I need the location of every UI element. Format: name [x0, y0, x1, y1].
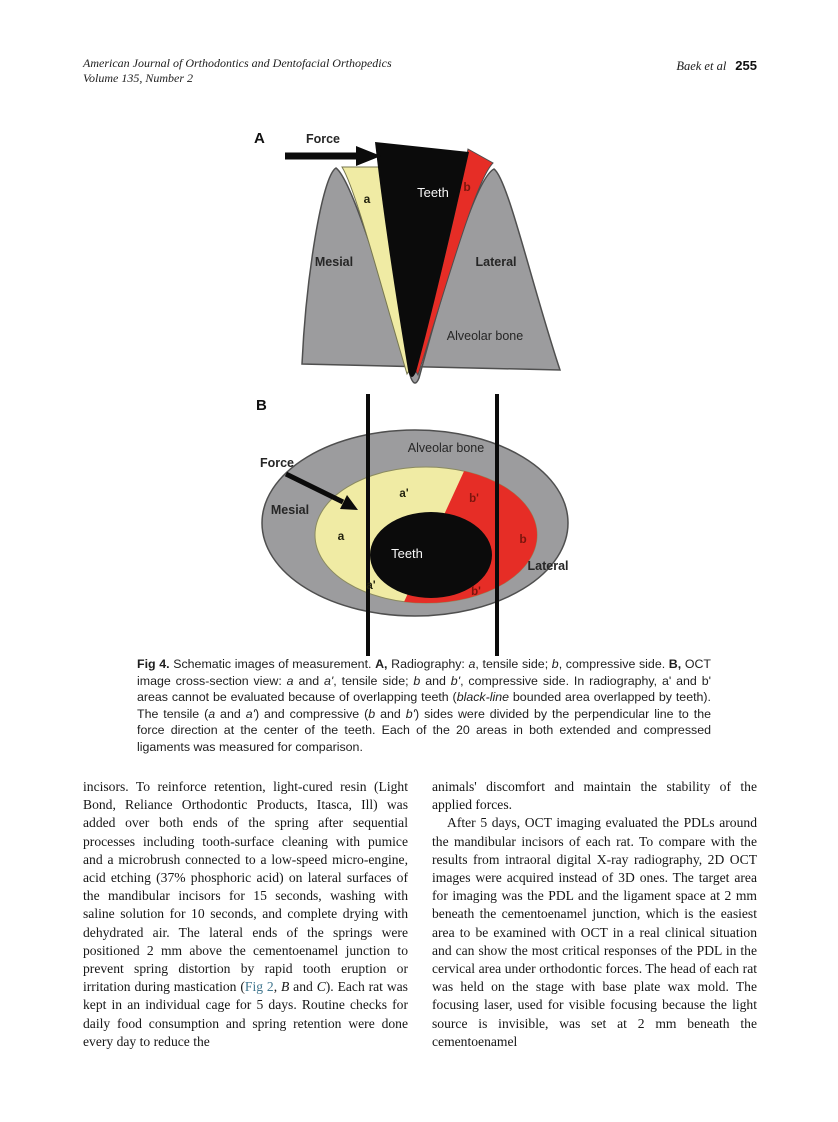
tooth-shape-a: [375, 142, 469, 378]
alveolar-bone-shape-a: [301, 167, 562, 384]
left-column: incisors. To reinforce retention, light-…: [83, 778, 408, 1051]
lateral-label-b: Lateral: [528, 559, 569, 573]
area-a-label: a: [364, 192, 371, 206]
panel-a: A Force Teeth a b Mesial Lateral Alveola…: [254, 130, 562, 384]
area-a-prime-top-label: a': [399, 488, 408, 500]
panel-a-label: A: [254, 130, 265, 147]
running-authors: Baek et al: [676, 59, 727, 73]
panel-b-label: B: [256, 397, 267, 414]
area-b-prime-bottom-label: b': [471, 586, 481, 598]
journal-title: American Journal of Orthodontics and Den…: [83, 56, 392, 70]
panel-b: B Alveolar bone Force Mesial a' b' a Tee…: [256, 394, 569, 656]
page-number: 255: [735, 58, 757, 73]
teeth-label-b: Teeth: [391, 546, 423, 561]
right-column-paragraph-2: After 5 days, OCT imaging evaluated the …: [432, 815, 757, 1049]
right-column: animals' discomfort and maintain the sta…: [432, 778, 757, 1051]
right-column-paragraph-1: animals' discomfort and maintain the sta…: [432, 779, 757, 813]
force-arrowhead-a: [356, 146, 381, 166]
page-header: American Journal of Orthodontics and Den…: [83, 56, 757, 86]
teeth-label-a: Teeth: [417, 185, 449, 200]
area-a-prime-bottom-label: a': [366, 580, 375, 592]
tooth-shape-b: [370, 512, 492, 598]
left-column-paragraph: incisors. To reinforce retention, light-…: [83, 779, 408, 1049]
force-arrow-b: [284, 471, 345, 505]
area-b-prime-top-label: b': [469, 493, 479, 505]
mesial-label-a: Mesial: [315, 255, 353, 269]
figure-4: A Force Teeth a b Mesial Lateral Alveola…: [240, 118, 620, 668]
area-a-label-b: a: [338, 529, 345, 543]
journal-volume: Volume 135, Number 2: [83, 71, 193, 85]
force-arrowhead-b: [340, 495, 358, 510]
area-b-label: b: [463, 180, 470, 194]
body-text: incisors. To reinforce retention, light-…: [83, 778, 757, 1051]
figure-caption: Fig 4. Schematic images of measurement. …: [137, 657, 712, 754]
mesial-label-b: Mesial: [271, 503, 309, 517]
force-label-a: Force: [306, 132, 340, 146]
fig2-link[interactable]: Fig 2: [244, 979, 274, 995]
force-label-b: Force: [260, 456, 294, 470]
alveolar-bone-label-b: Alveolar bone: [408, 441, 484, 455]
alveolar-bone-label-a: Alveolar bone: [447, 329, 523, 343]
figure-4-image: A Force Teeth a b Mesial Lateral Alveola…: [254, 130, 569, 656]
lateral-label-a: Lateral: [476, 255, 517, 269]
area-b-label-b: b: [519, 532, 526, 546]
